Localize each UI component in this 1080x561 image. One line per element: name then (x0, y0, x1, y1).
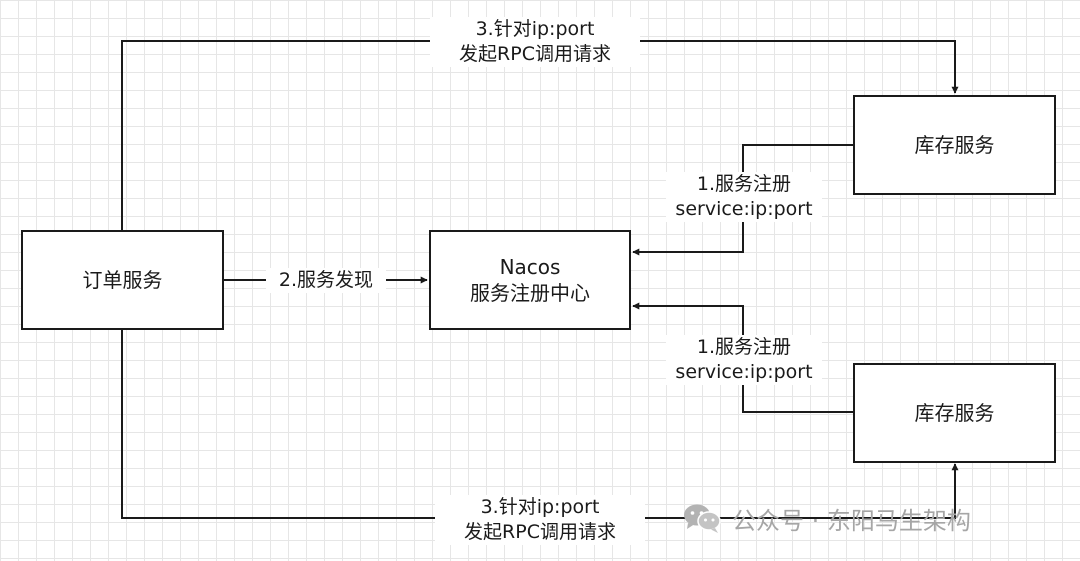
nacos-node: Nacos 服务注册中心 (429, 230, 631, 330)
inventory-service-bottom-node: 库存服务 (853, 363, 1056, 463)
edge-label-register-bottom-line2: service:ip:port (675, 361, 813, 383)
edge-label-register-bottom-line1: 1.服务注册 (696, 336, 792, 358)
edge-label-rpc-top: 3.针对ip:port 发起RPC调用请求 (430, 17, 640, 67)
edge-rpc-bottom (121, 330, 959, 519)
edge-label-rpc-bottom: 3.针对ip:port 发起RPC调用请求 (435, 495, 645, 545)
inventory-service-top-label: 库存服务 (914, 133, 995, 157)
edge-rpc-top (121, 40, 959, 230)
edge-label-register-top: 1.服务注册 service:ip:port (666, 172, 822, 222)
edge-label-register-top-line2: service:ip:port (675, 198, 813, 220)
wechat-icon (682, 502, 724, 534)
edge-label-register-top-line1: 1.服务注册 (696, 173, 792, 195)
edge-label-rpc-bottom-line1: 3.针对ip:port (480, 496, 600, 518)
edge-label-rpc-bottom-line2: 发起RPC调用请求 (464, 521, 616, 543)
watermark-text: 公众号 · 东阳马生架构 (732, 506, 971, 535)
order-service-node: 订单服务 (21, 230, 224, 330)
order-service-label: 订单服务 (82, 268, 163, 292)
inventory-service-bottom-label: 库存服务 (914, 401, 995, 425)
nacos-title: Nacos (499, 255, 561, 279)
edge-label-discovery: 2.服务发现 (266, 268, 386, 293)
edge-label-discovery-text: 2.服务发现 (278, 269, 374, 291)
watermark: 公众号 · 东阳马生架构 (682, 500, 971, 536)
inventory-service-top-node: 库存服务 (853, 95, 1056, 195)
nacos-subtitle: 服务注册中心 (470, 281, 590, 305)
edge-label-rpc-top-line1: 3.针对ip:port (475, 18, 595, 40)
edge-label-rpc-top-line2: 发起RPC调用请求 (459, 43, 611, 65)
edge-label-register-bottom: 1.服务注册 service:ip:port (666, 335, 822, 385)
